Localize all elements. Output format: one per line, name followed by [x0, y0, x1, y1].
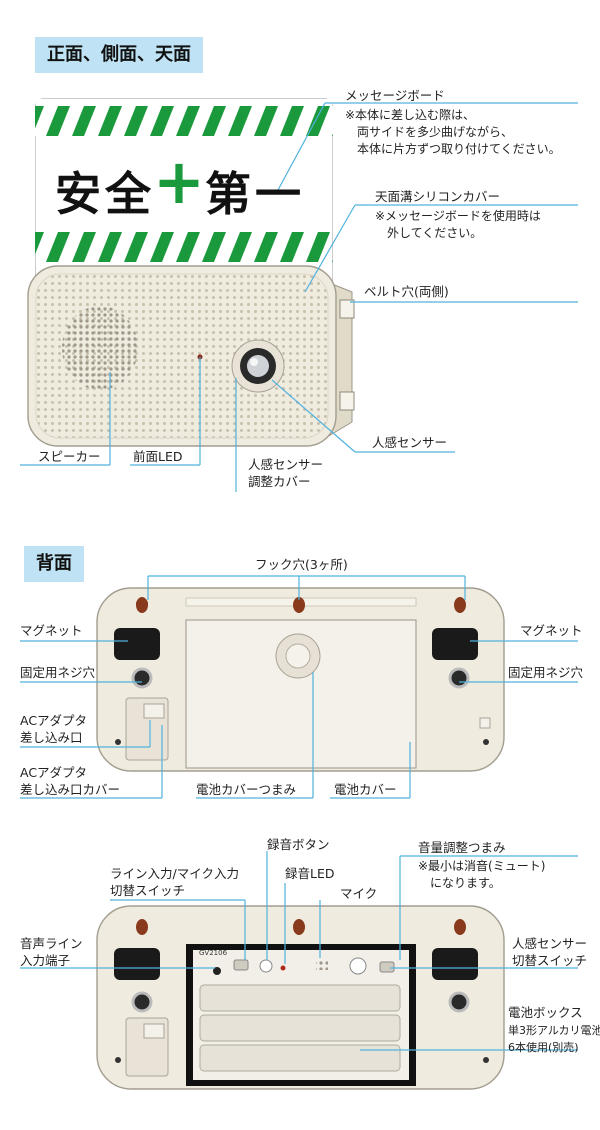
hazard-stripe — [124, 106, 148, 136]
label-belt-hole: ベルト穴(両側) — [364, 284, 449, 299]
hazard-stripe — [176, 106, 200, 136]
hazard-stripe — [176, 232, 200, 262]
label-speaker: スピーカー — [38, 449, 101, 464]
hazard-stripe — [72, 232, 96, 262]
label-motion-sensor: 人感センサー — [372, 435, 448, 450]
hazard-stripe — [202, 106, 226, 136]
label-front-led: 前面LED — [133, 449, 183, 464]
hazard-stripe — [35, 106, 44, 136]
label-ac-port: ACアダプタ 差し込み口 — [20, 713, 88, 745]
board-text-2: 第一 — [205, 167, 305, 221]
board-text-1: 安全 — [55, 167, 155, 221]
label-ac-cover: ACアダプタ 差し込み口カバー — [20, 765, 121, 797]
label-line-mic-switch: ライン入力/マイク入力 切替スイッチ — [110, 866, 239, 898]
label-magnet-right: マグネット — [520, 623, 583, 638]
label-silicone-cover: 天面溝シリコンカバー — [375, 189, 501, 204]
label-rec-button: 録音ボタン — [267, 837, 330, 852]
label-magnet-left: マグネット — [20, 623, 83, 638]
section-tag-front: 正面、側面、天面 — [35, 37, 203, 73]
back1-leader-lines — [20, 575, 578, 799]
label-message-board: メッセージボード — [345, 88, 445, 103]
label-volume-knob: 音量調整つまみ — [418, 840, 506, 855]
label-screw-left: 固定用ネジ穴 — [20, 665, 96, 680]
label-mic: マイク — [340, 886, 378, 901]
hazard-stripe — [228, 232, 252, 262]
label-battery-cover: 電池カバー — [334, 782, 397, 797]
label-battery-knob: 電池カバーつまみ — [196, 782, 297, 797]
note-volume: ※最小は消音(ミュート) になります。 — [418, 859, 546, 890]
note-message-board: ※本体に差し込む際は、 両サイドを多少曲げながら、 本体に片方ずつ取り付けてくだ… — [345, 108, 561, 156]
back2-leader-lines — [20, 851, 578, 1051]
hazard-stripe — [280, 232, 304, 262]
speaker-body — [27, 265, 355, 447]
label-battery-spec: 単3形アルカリ電池 6本使用(別売) — [508, 1024, 600, 1054]
front-leader-lines — [20, 102, 578, 492]
hazard-stripe — [332, 232, 333, 262]
hazard-stripe — [72, 106, 96, 136]
hazard-stripe — [150, 106, 174, 136]
hazard-stripe — [46, 106, 70, 136]
hazard-stripe — [98, 106, 122, 136]
label-audio-line-in: 音声ライン 入力端子 — [20, 936, 83, 968]
label-sensor-cover: 人感センサー 調整カバー — [248, 457, 324, 489]
label-battery-box: 電池ボックス — [508, 1005, 583, 1020]
hazard-stripe — [306, 232, 330, 262]
hazard-stripe — [202, 232, 226, 262]
label-sensor-switch: 人感センサー 切替スイッチ — [512, 936, 588, 968]
label-screw-right: 固定用ネジ穴 — [508, 665, 584, 680]
note-silicone-cover: ※メッセージボードを使用時は 外してください。 — [375, 209, 541, 240]
hazard-stripe — [306, 106, 330, 136]
hazard-stripe — [35, 232, 44, 262]
board-cross: + — [153, 145, 205, 218]
hazard-stripe — [228, 106, 252, 136]
section-tag-back: 背面 — [24, 546, 84, 582]
hazard-stripe — [124, 232, 148, 262]
hazard-stripe — [46, 232, 70, 262]
back-body-2 — [96, 905, 505, 1090]
hazard-stripe — [150, 232, 174, 262]
hazard-stripe — [254, 106, 278, 136]
hazard-stripe — [280, 106, 304, 136]
model-label: GV2106 — [199, 949, 228, 957]
label-hook-holes: フック穴(3ヶ所) — [255, 557, 348, 572]
hazard-stripe — [254, 232, 278, 262]
label-rec-led: 録音LED — [285, 866, 335, 881]
back-body-1 — [96, 587, 505, 772]
hazard-stripe — [98, 232, 122, 262]
